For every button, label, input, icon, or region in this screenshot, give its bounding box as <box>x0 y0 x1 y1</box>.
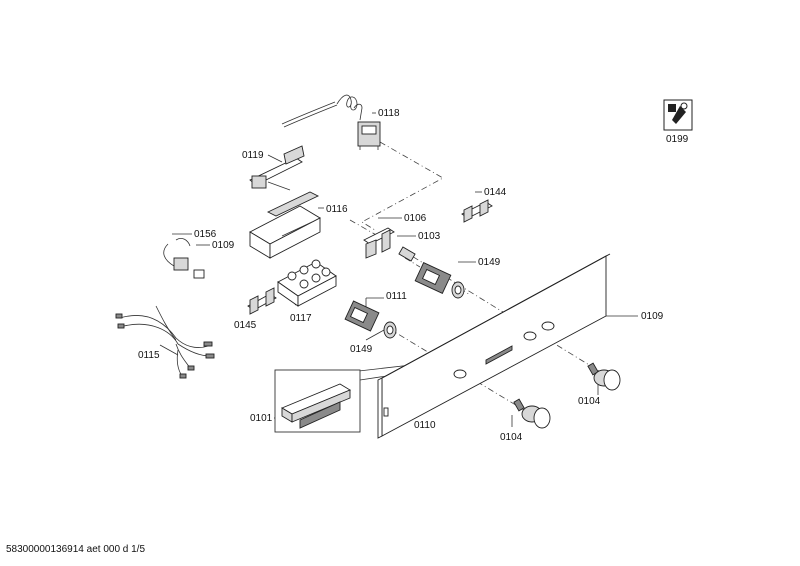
label-0109-lamp: 0109 <box>212 240 235 251</box>
part-thermostat <box>281 94 381 150</box>
label-0101: 0101 <box>250 413 273 424</box>
label-0156: 0156 <box>194 229 217 240</box>
part-terminal-block <box>277 259 337 307</box>
part-knob-right <box>587 362 621 391</box>
label-0149-lower: 0149 <box>350 344 373 355</box>
label-0109-panel: 0109 <box>641 311 664 322</box>
part-wiring-harness <box>115 305 215 379</box>
part-pin <box>398 246 416 262</box>
part-switch-block <box>249 191 321 259</box>
label-0103: 0103 <box>418 231 441 242</box>
label-0117: 0117 <box>290 313 312 324</box>
part-lamp-holder <box>163 238 205 279</box>
part-knob-left <box>513 398 551 429</box>
label-0145: 0145 <box>234 320 257 331</box>
part-labels: 0118 0119 0116 0106 0103 0144 0156 0109 … <box>138 108 689 443</box>
part-clip-0145 <box>247 287 277 315</box>
label-0104-right: 0104 <box>578 396 601 407</box>
part-fascia-panel <box>377 253 611 439</box>
label-0106: 0106 <box>404 213 427 224</box>
document-id: 58300000136914 aet 000 d 1/5 <box>6 544 146 555</box>
part-bracket-0119 <box>249 145 305 191</box>
label-0144: 0144 <box>484 187 507 198</box>
part-selector-switch <box>344 300 397 339</box>
label-0104-left: 0104 <box>500 432 523 443</box>
label-0118: 0118 <box>378 108 400 119</box>
part-temperature-switch <box>414 261 465 299</box>
part-display-board-inset <box>274 369 361 433</box>
label-0119: 0119 <box>242 150 264 161</box>
part-clip-0106 <box>363 227 395 259</box>
label-0199: 0199 <box>666 134 689 145</box>
label-0110: 0110 <box>414 420 436 431</box>
label-0149-upper: 0149 <box>478 257 501 268</box>
wrench-service-icon <box>663 99 693 131</box>
label-0116: 0116 <box>326 204 348 215</box>
part-clip-0144 <box>461 199 493 223</box>
label-0115: 0115 <box>138 350 160 361</box>
label-0111: 0111 <box>386 291 407 302</box>
